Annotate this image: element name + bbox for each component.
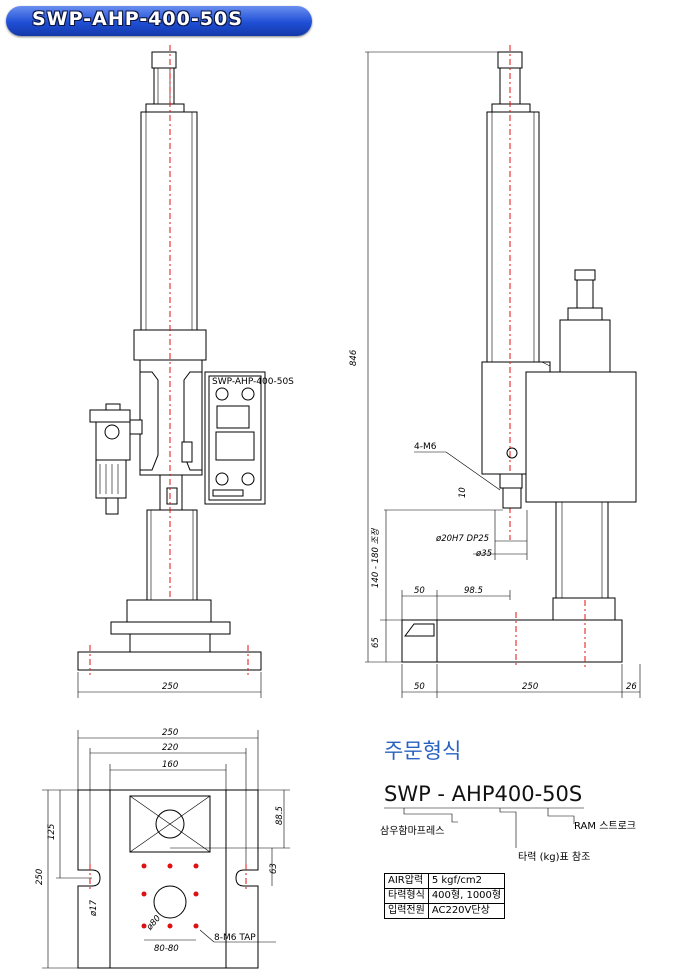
- title-banner: SWP-AHP-400-50S: [6, 6, 312, 36]
- spec-label: 타력형식: [384, 888, 429, 904]
- base-view: 250 220 160 250 125 ø17 88.5 63 ø80 80-8…: [35, 728, 290, 969]
- spec-value: 5 kgf/cm2: [427, 873, 506, 889]
- base-dim-160: 160: [162, 760, 178, 770]
- side-dim-250: 250: [522, 682, 538, 692]
- side-dim-50-bottom: 50: [414, 682, 425, 692]
- side-dim-26: 26: [626, 682, 637, 692]
- order-heading: 주문형식: [384, 739, 462, 763]
- base-dim-220: 220: [162, 743, 178, 753]
- side-shaft-dim: ø35: [475, 549, 492, 559]
- side-stroke-adjust: 140 - 180 조정: [370, 528, 381, 588]
- side-dim-65: 65: [371, 637, 381, 648]
- panel-title: SWP-AHP-400-50S: [212, 377, 294, 387]
- front-view: SWP-AHP-400-50S 250: [77, 45, 294, 698]
- spec-table: AIR압력 5 kgf/cm2 타력형식 400형, 1000형 입력전원 AC…: [384, 873, 506, 919]
- note-stroke: RAM 스트로크: [574, 821, 636, 832]
- spec-row: 입력전원 AC220V단상: [384, 903, 506, 919]
- front-width-dim: 250: [162, 682, 178, 692]
- base-dim-63: 63: [269, 863, 279, 874]
- spec-value: 400형, 1000형: [427, 888, 506, 904]
- side-dim-985: 98.5: [464, 586, 483, 596]
- note-force: 타력 (kg)표 참조: [518, 852, 591, 863]
- spec-value: AC220V단상: [427, 903, 506, 919]
- side-dim-50-top: 50: [414, 586, 425, 596]
- order-callouts: [384, 807, 584, 848]
- spec-row: 타력형식 400형, 1000형: [384, 888, 506, 904]
- base-dim-250-top: 250: [162, 728, 178, 738]
- spec-row: AIR압력 5 kgf/cm2: [384, 873, 506, 889]
- base-dim-80-80: 80-80: [154, 944, 179, 954]
- spec-label: AIR압력: [384, 873, 429, 889]
- base-dim-125: 125: [47, 824, 57, 840]
- side-view: 846 4-M6 10 ø20H7 DP25 ø35 140 - 180 조정 …: [349, 45, 641, 698]
- base-dim-885: 88.5: [275, 806, 285, 825]
- spec-label: 입력전원: [384, 903, 429, 919]
- side-bore-dim: ø20H7 DP25: [435, 534, 489, 544]
- page-title: SWP-AHP-400-50S: [32, 8, 243, 30]
- base-tap-label: 8-M6 TAP: [214, 933, 256, 943]
- order-code: SWP - AHP400-50S: [384, 782, 583, 806]
- side-dim-10: 10: [458, 487, 468, 498]
- side-height-dim: 846: [349, 349, 359, 366]
- base-dim-17: ø17: [89, 899, 99, 917]
- base-dim-250-left: 250: [35, 869, 45, 885]
- side-tap-label: 4-M6: [414, 442, 437, 452]
- note-model: 삼우함마프레스: [380, 826, 445, 837]
